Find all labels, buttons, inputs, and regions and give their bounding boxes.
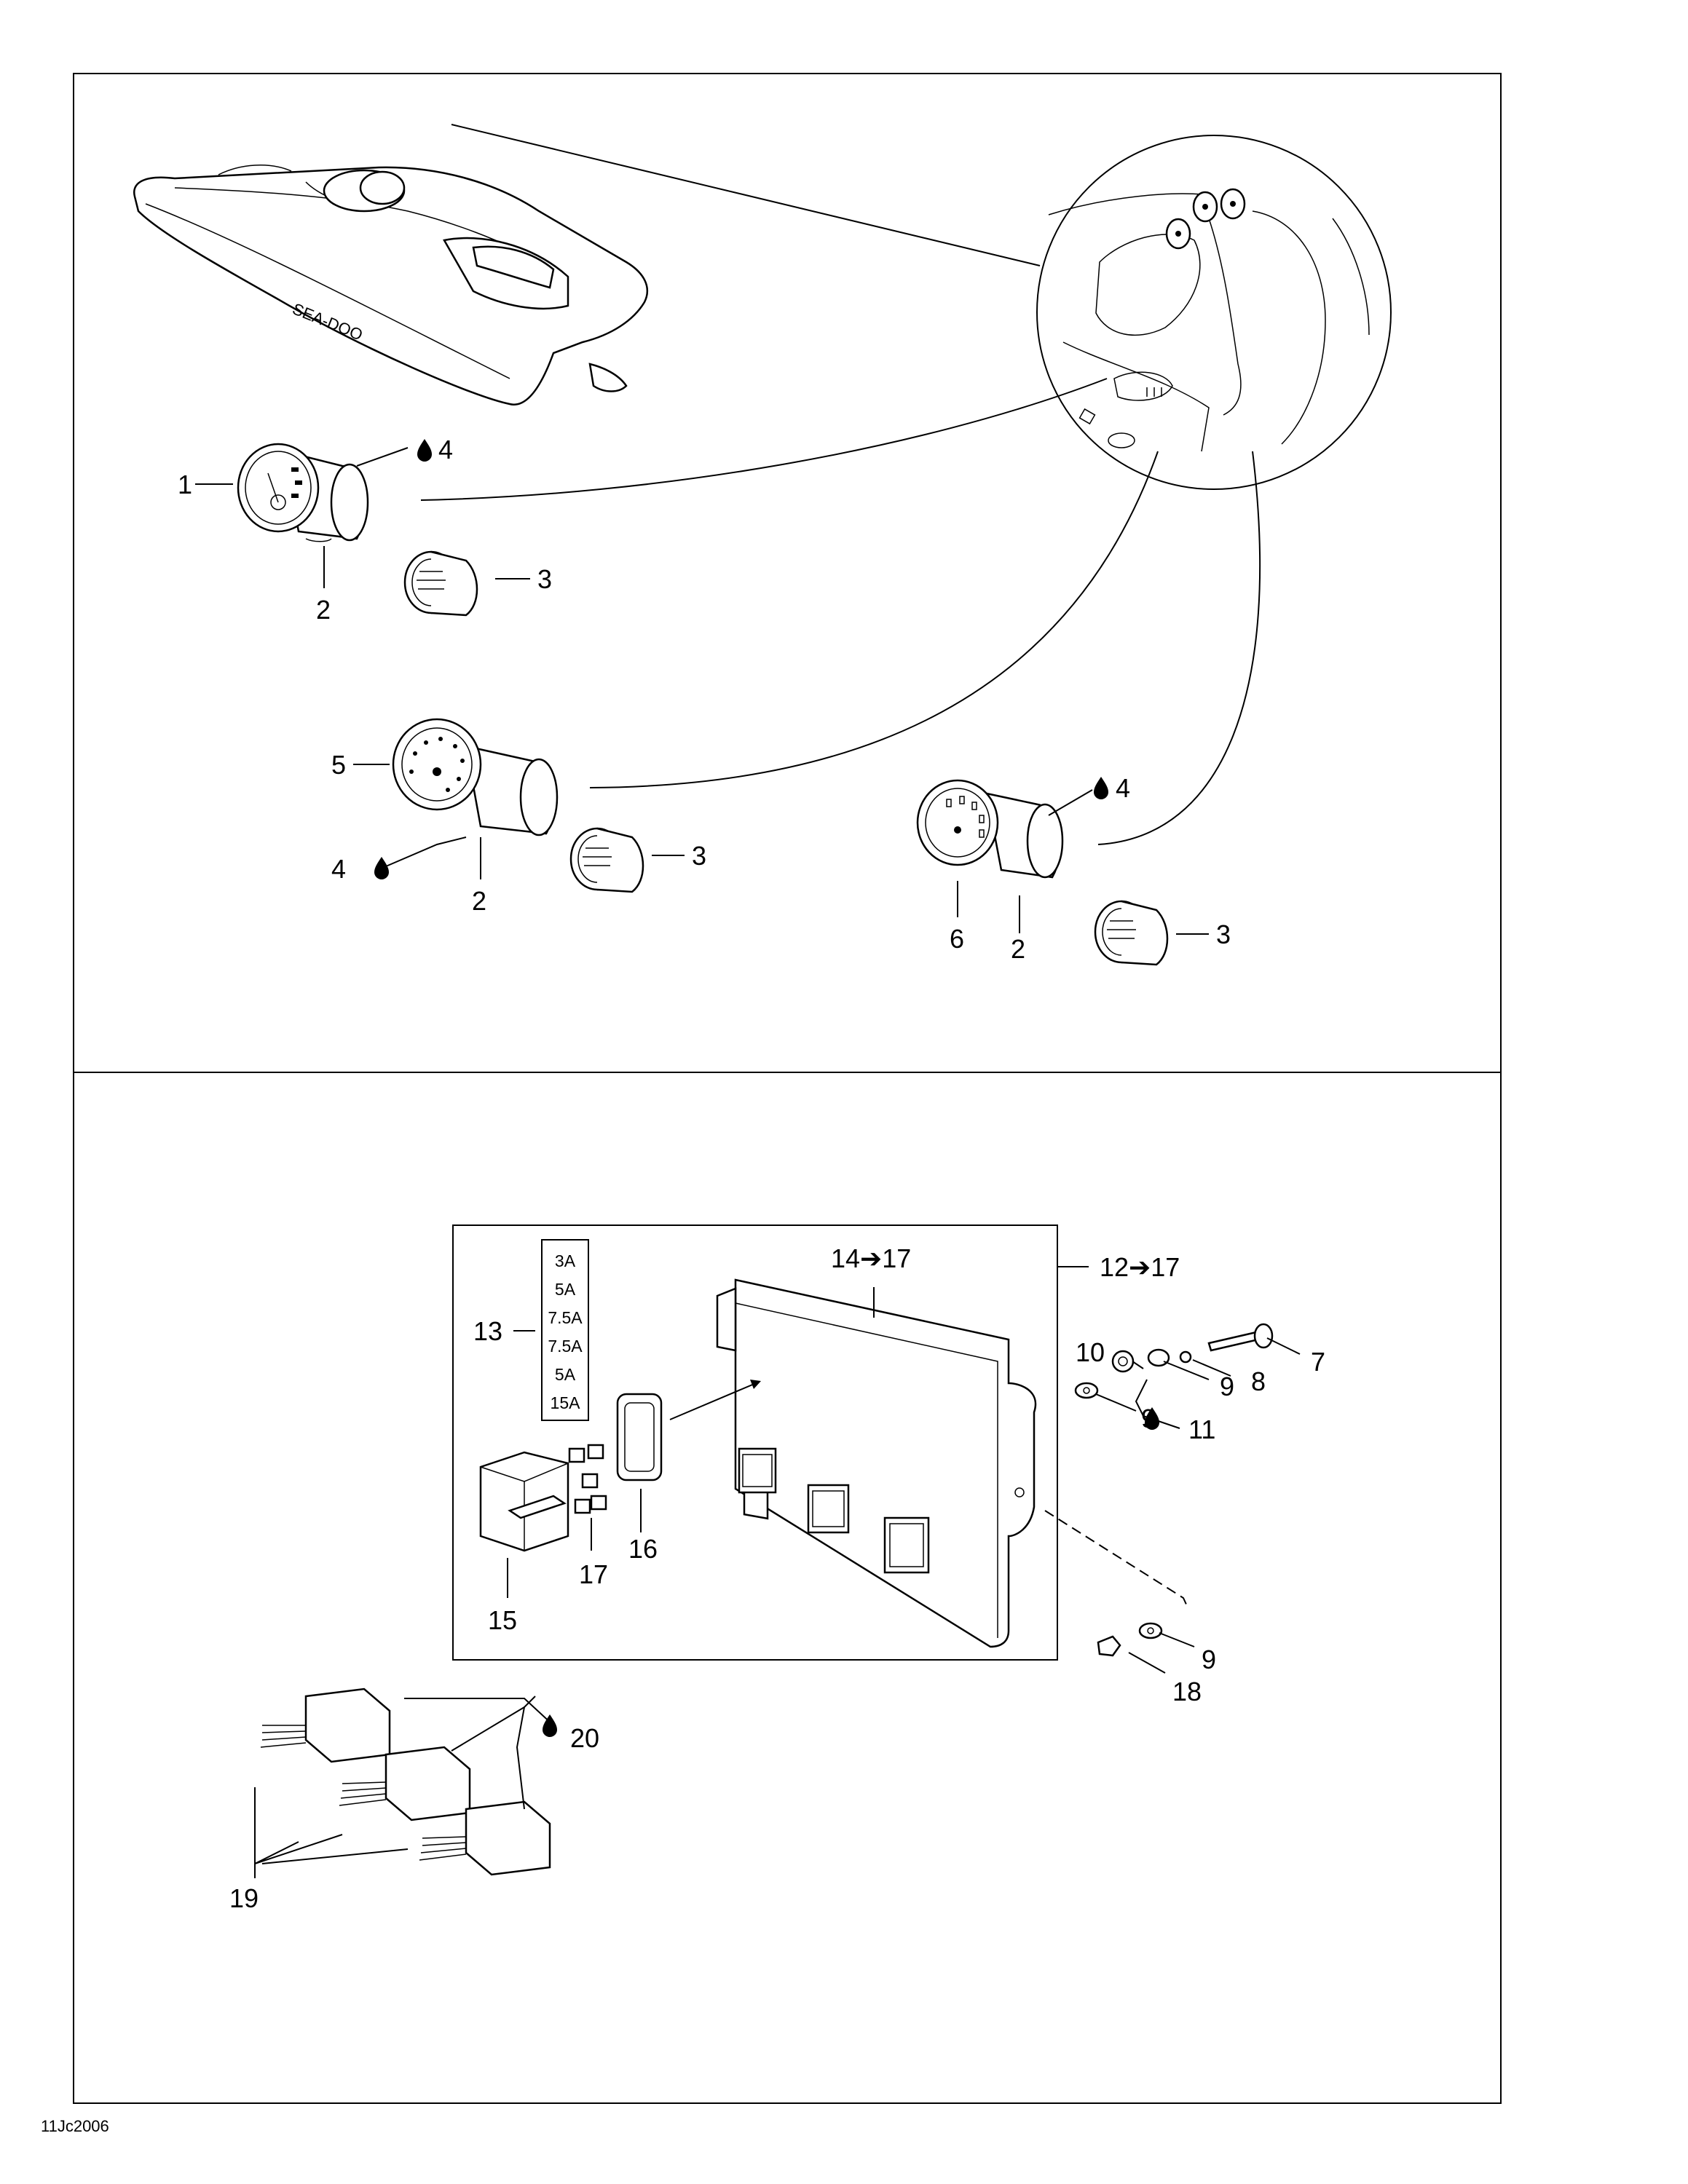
- callout-9: 9: [1141, 1404, 1156, 1433]
- fuse-block: [479, 1451, 569, 1552]
- figure-code: 11Jc2006: [41, 2117, 109, 2135]
- fuse-rating: 3A: [555, 1251, 576, 1270]
- fuse-rating: 5A: [555, 1365, 576, 1384]
- callout-16: 16: [628, 1534, 658, 1564]
- leader-gauge-6: [1097, 451, 1261, 845]
- callout-15: 15: [488, 1605, 517, 1635]
- callout-2: 2: [472, 886, 486, 916]
- callout-18: 18: [1172, 1677, 1202, 1706]
- callout-7: 7: [1311, 1347, 1325, 1377]
- fuse-rating: 7.5A: [548, 1308, 583, 1327]
- fuse-rating: 7.5A: [548, 1337, 583, 1356]
- callout-4: 4: [438, 435, 453, 464]
- callout-8: 8: [1251, 1366, 1266, 1396]
- module-assembly-box: [452, 1224, 1058, 1661]
- gauge-6: [916, 779, 1064, 879]
- fuse-ratings-list: 3A 5A 7.5A 7.5A 5A 15A: [541, 1239, 589, 1421]
- callout-13: 13: [473, 1316, 502, 1346]
- gauge-1: [237, 443, 369, 542]
- nut-3a: [403, 550, 478, 617]
- callout-9: 9: [1220, 1372, 1234, 1401]
- oil-drop-icon: [417, 439, 432, 462]
- oil-drop-icon: [1145, 1407, 1159, 1430]
- fuse-rating: 5A: [555, 1280, 576, 1299]
- callout-4: 4: [1116, 773, 1130, 803]
- electronic-module: [716, 1278, 1037, 1648]
- gauge-5: [392, 718, 559, 836]
- callout-19: 19: [229, 1883, 259, 1913]
- callout-17: 17: [579, 1559, 608, 1589]
- diagram-frame: [73, 73, 1502, 2104]
- callout-4: 4: [331, 854, 346, 884]
- callout-3: 3: [1216, 919, 1231, 949]
- boat-illustration: SEA-DOO: [133, 165, 649, 405]
- callout-10: 10: [1076, 1337, 1105, 1367]
- nut-3b: [569, 827, 644, 893]
- callout-3: 3: [692, 841, 706, 871]
- leader-gauge-1: [420, 378, 1108, 501]
- callout-20: 20: [570, 1723, 599, 1753]
- callout-1: 1: [178, 470, 192, 499]
- callout-11: 11: [1188, 1415, 1215, 1444]
- fuse-rating: 15A: [551, 1393, 581, 1412]
- seal: [616, 1393, 663, 1481]
- callout-2: 2: [316, 595, 331, 625]
- callout-14-17: 14➔17: [831, 1243, 911, 1273]
- callout-12-17: 12➔17: [1100, 1252, 1180, 1282]
- callout-2: 2: [1011, 934, 1025, 964]
- callout-5: 5: [331, 750, 346, 780]
- oil-drop-icon: [543, 1714, 557, 1737]
- nut-3c: [1094, 900, 1169, 966]
- mounting-hardware: [1074, 1323, 1274, 1657]
- oil-drop-icon: [374, 857, 389, 879]
- connectors: [260, 1688, 551, 1876]
- oil-drop-icon: [1094, 777, 1108, 799]
- callout-3: 3: [537, 564, 552, 594]
- leader-gauge-5: [589, 451, 1159, 788]
- fuses: [568, 1444, 607, 1514]
- callout-9: 9: [1202, 1645, 1216, 1674]
- console-detail-magnifier: [451, 124, 1392, 490]
- callout-6: 6: [950, 924, 964, 954]
